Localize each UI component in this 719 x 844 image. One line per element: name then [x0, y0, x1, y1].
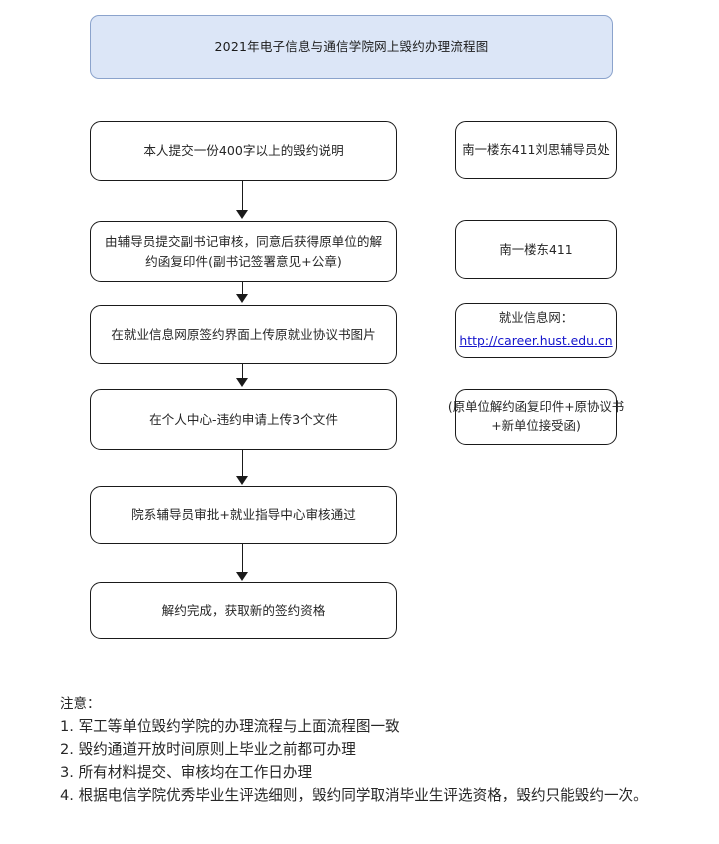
process-step-6[interactable]: 解约完成，获取新的签约资格: [90, 582, 397, 639]
notes-heading: 注意：: [60, 696, 101, 712]
connector-arrow-5: [242, 544, 244, 573]
process-step-5[interactable]: 院系辅导员审批+就业指导中心审核通过: [90, 486, 397, 544]
annotation-required-materials-block: (原单位解约函复印件+原协议书 +新单位接受函): [448, 398, 624, 435]
note-item-4: 4. 根据电信学院优秀毕业生评选细则，毁约同学取消毕业生评选资格，毁约只能毁约一…: [60, 784, 705, 807]
connector-arrow-3: [242, 364, 244, 380]
connector-arrow-1: [242, 181, 244, 212]
note-item-2-text: 毁约通道开放时间原则上毕业之前都可办理: [78, 740, 356, 758]
chart-title-text: 2021年电子信息与通信学院网上毁约办理流程图: [214, 39, 489, 55]
note-item-2-number: 2.: [60, 740, 74, 758]
note-item-1-number: 1.: [60, 717, 74, 735]
process-step-2-label: 由辅导员提交副书记审核，同意后获得原单位的解约函复印件(副书记签署意见+公章): [104, 233, 383, 269]
note-item-3-number: 3.: [60, 764, 74, 782]
note-item-4-number: 4.: [60, 787, 74, 805]
annotation-location-1-label: 南一楼东411刘思辅导员处: [462, 142, 610, 158]
notes-section: 注意： 1. 军工等单位毁约学院的办理流程与上面流程图一致 2. 毁约通道开放时…: [60, 694, 705, 807]
career-site-link[interactable]: http://career.hust.edu.cn: [459, 332, 613, 348]
note-item-3-text: 所有材料提交、审核均在工作日办理: [78, 764, 313, 782]
annotation-website[interactable]: 就业信息网： http://career.hust.edu.cn: [455, 303, 617, 358]
process-step-2[interactable]: 由辅导员提交副书记审核，同意后获得原单位的解约函复印件(副书记签署意见+公章): [90, 221, 397, 282]
process-step-5-label: 院系辅导员审批+就业指导中心审核通过: [131, 507, 356, 523]
arrowhead-icon-1: [236, 210, 248, 219]
connector-arrow-2: [242, 282, 244, 296]
arrowhead-icon-3: [236, 378, 248, 387]
connector-arrow-4: [242, 450, 244, 478]
note-item-2: 2. 毁约通道开放时间原则上毕业之前都可办理: [60, 738, 705, 761]
note-item-3: 3. 所有材料提交、审核均在工作日办理: [60, 761, 705, 784]
note-item-1: 1. 军工等单位毁约学院的办理流程与上面流程图一致: [60, 715, 705, 738]
process-step-6-label: 解约完成，获取新的签约资格: [161, 602, 326, 618]
annotation-materials-line-1: (原单位解约函复印件+原协议书: [447, 399, 625, 415]
process-step-4[interactable]: 在个人中心-违约申请上传3个文件: [90, 389, 397, 450]
chart-title-banner: 2021年电子信息与通信学院网上毁约办理流程图: [90, 15, 613, 79]
process-step-3-label: 在就业信息网原签约界面上传原就业协议书图片: [111, 326, 376, 342]
annotation-materials-line-2: +新单位接受函): [491, 418, 581, 433]
annotation-location-1[interactable]: 南一楼东411刘思辅导员处: [455, 121, 617, 179]
process-step-3[interactable]: 在就业信息网原签约界面上传原就业协议书图片: [90, 305, 397, 364]
annotation-website-block: 就业信息网： http://career.hust.edu.cn: [459, 308, 612, 352]
arrowhead-icon-4: [236, 476, 248, 485]
note-item-4-text: 根据电信学院优秀毕业生评选细则，毁约同学取消毕业生评选资格，毁约只能毁约一次。: [78, 787, 648, 805]
annotation-required-materials[interactable]: (原单位解约函复印件+原协议书 +新单位接受函): [448, 389, 624, 445]
arrowhead-icon-5: [236, 572, 248, 581]
process-step-4-label: 在个人中心-违约申请上传3个文件: [149, 411, 338, 427]
arrowhead-icon-2: [236, 294, 248, 303]
annotation-location-2[interactable]: 南一楼东411: [455, 220, 617, 279]
process-step-1[interactable]: 本人提交一份400字以上的毁约说明: [90, 121, 397, 181]
annotation-location-2-label: 南一楼东411: [499, 241, 573, 257]
note-item-1-text: 军工等单位毁约学院的办理流程与上面流程图一致: [78, 717, 400, 735]
annotation-website-label: 就业信息网：: [498, 310, 574, 326]
process-step-1-label: 本人提交一份400字以上的毁约说明: [143, 143, 344, 159]
